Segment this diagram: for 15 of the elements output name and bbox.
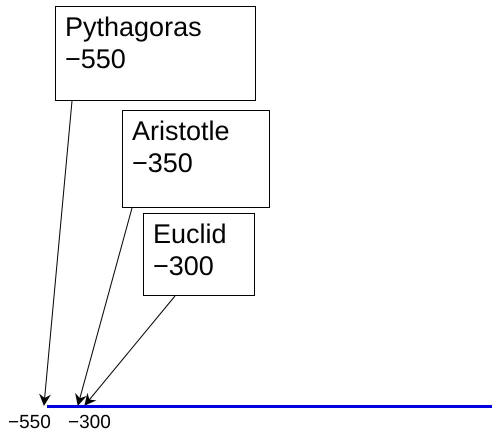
name-text: Aristotle	[132, 115, 230, 147]
year-text: −550	[65, 43, 126, 75]
year-text: −350	[132, 147, 193, 179]
tick-label: −300	[68, 412, 111, 434]
name-text: Euclid	[153, 218, 227, 250]
name-box	[143, 213, 255, 296]
timeline-axis	[47, 405, 492, 408]
arrow	[39, 100, 72, 406]
arrow	[84, 296, 176, 406]
tick-label: −550	[8, 412, 51, 434]
arrow	[75, 208, 132, 406]
year-text: −300	[153, 250, 214, 282]
name-box	[55, 6, 256, 101]
name-text: Pythagoras	[65, 11, 202, 43]
name-box	[122, 110, 270, 208]
